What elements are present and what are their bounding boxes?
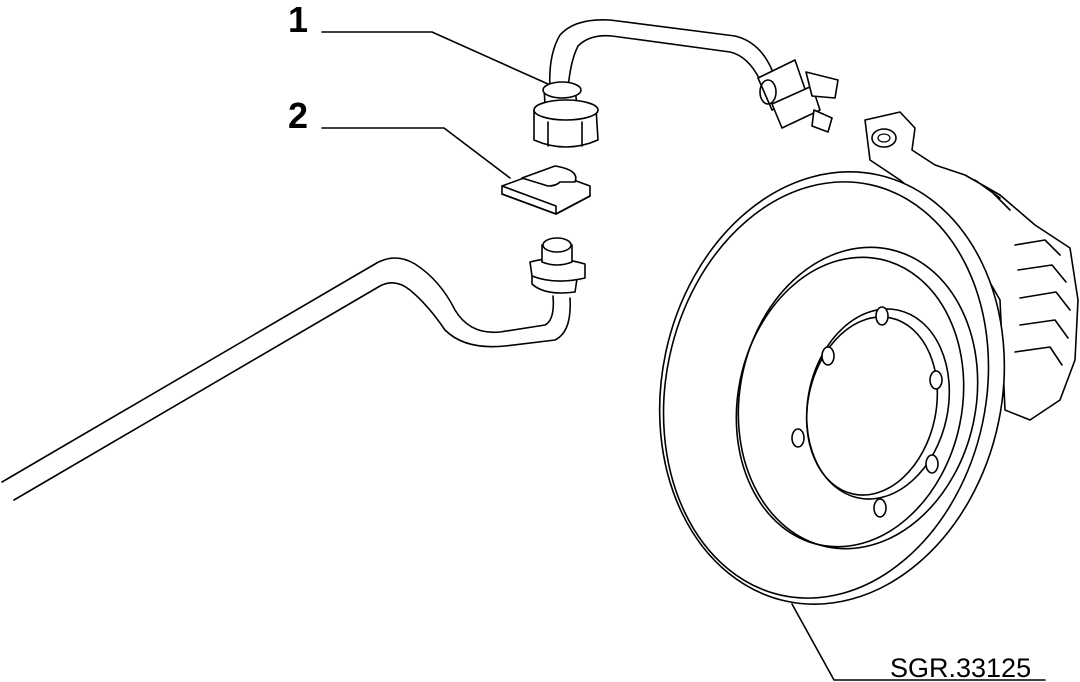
leader-line-1 [321,31,549,85]
callout-number-1: 1 [288,0,308,40]
retaining-clip [501,165,591,215]
brake-caliper [864,111,1079,421]
brake-pipe [533,18,839,148]
leader-line-2 [321,127,511,179]
diagram-reference-code: SGR.33125 [890,653,1031,682]
wheel-bolt-holes [791,306,943,518]
leader-line-ref [791,603,1046,681]
callout-number-2: 2 [288,95,308,136]
rigid-brake-line [1,237,586,501]
brake-disc [658,171,1006,605]
leader-lines [321,31,1046,681]
